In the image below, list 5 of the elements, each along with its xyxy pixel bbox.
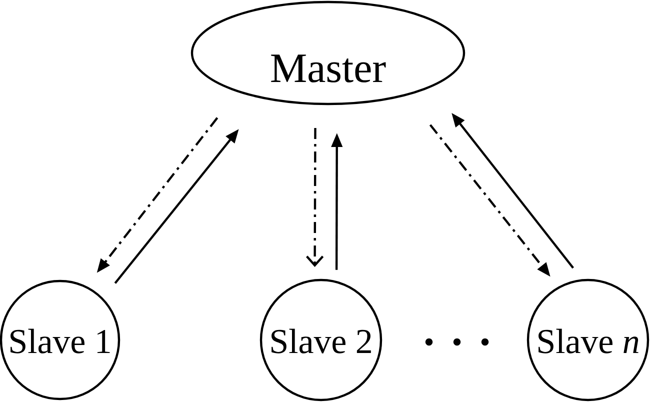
circle-node: Slave 2 — [260, 278, 382, 402]
arrow — [306, 128, 324, 268]
circle-node: Slave n — [526, 278, 650, 402]
ellipse-node: Master — [190, 0, 466, 106]
circle-node: Slave 1 — [0, 280, 120, 400]
